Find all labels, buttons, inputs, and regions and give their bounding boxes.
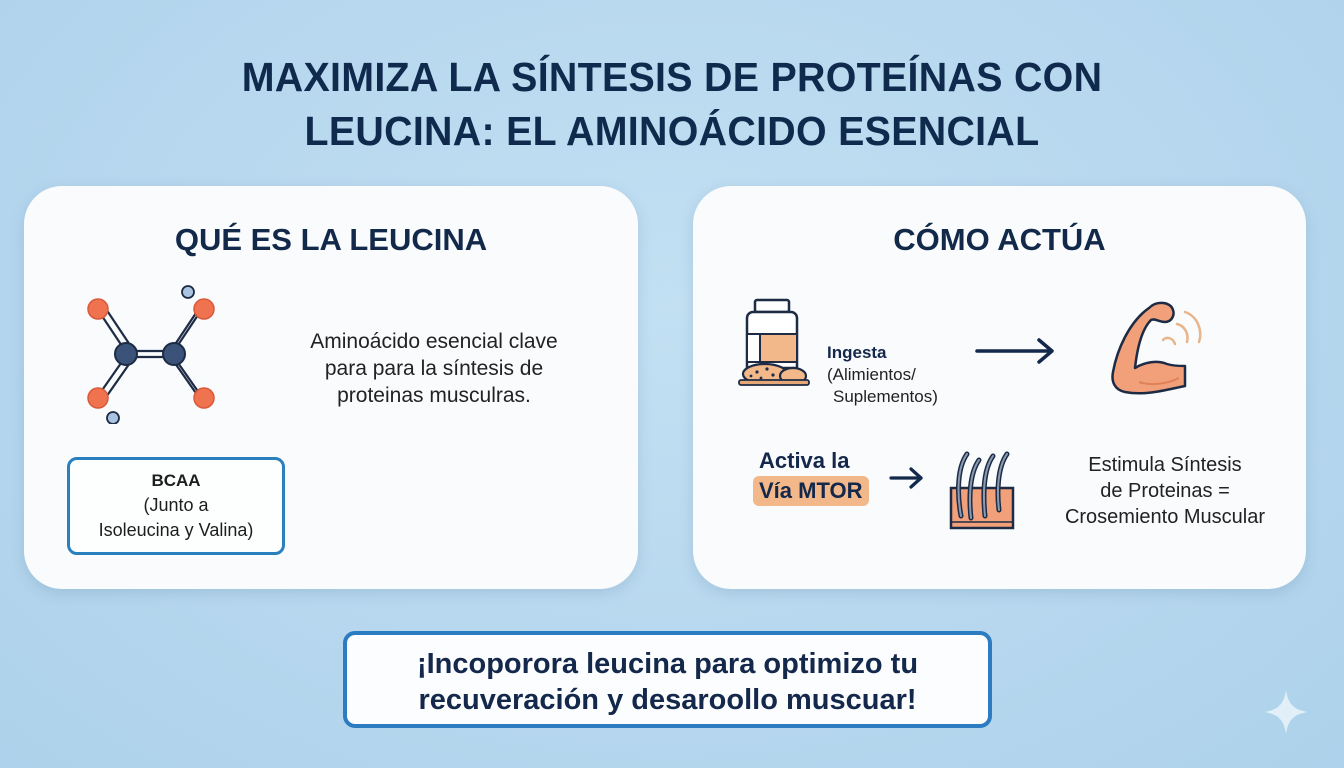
sparkle-icon bbox=[1264, 690, 1308, 734]
what-is-leucine-card: QUÉ ES LA LEUCINA Aminoácido esencial cl… bbox=[24, 186, 638, 589]
cta-line-1: ¡Incoporora leucina para optimizo tu bbox=[416, 648, 919, 680]
bcaa-line-1: (Junto a bbox=[143, 495, 209, 515]
description-line: Aminoácido esencial clave bbox=[310, 330, 558, 353]
bcaa-line-2: Isoleucina y Valina) bbox=[98, 520, 254, 540]
card-title: QUÉ ES LA LEUCINA bbox=[174, 222, 488, 257]
title-line-2: LEUCINA: EL AMINOÁCIDO ESENCIAL bbox=[304, 108, 1040, 154]
result-line: Crosemiento Muscular bbox=[1064, 506, 1266, 528]
bcaa-label: BCAA bbox=[151, 471, 201, 490]
leucine-description: Aminoácido esencial clave para para la s… bbox=[274, 328, 594, 409]
cta-line-2: recuveración y desaroollo muscuar! bbox=[418, 684, 917, 716]
intake-line-2: Suplementos) bbox=[833, 387, 938, 406]
mtor-activation: Activa la Vía MTOR bbox=[753, 448, 869, 506]
flexed-arm-icon bbox=[1111, 301, 1202, 395]
description-line: para para la síntesis de bbox=[324, 357, 544, 380]
title-line-1: MAXIMIZA LA SÍNTESIS DE PROTEÍNAS CON bbox=[241, 54, 1103, 100]
bcaa-box: BCAA (Junto a Isoleucina y Valina) bbox=[67, 457, 285, 555]
result-line: Estimula Síntesis bbox=[1088, 454, 1242, 476]
call-to-action-banner: ¡Incoporora leucina para optimizo tu rec… bbox=[343, 631, 992, 728]
arrow-right-icon bbox=[975, 338, 1054, 364]
result-text: Estimula Síntesis de Proteinas = Crosemi… bbox=[1045, 452, 1285, 530]
intake-label: Ingesta (Alimientos/ Suplementos) bbox=[827, 342, 938, 408]
intake-line-1: (Alimientos/ bbox=[827, 365, 916, 384]
page-title: MAXIMIZA LA SÍNTESIS DE PROTEÍNAS CON LE… bbox=[27, 50, 1317, 158]
molecule-icon bbox=[87, 285, 215, 424]
activa-line-1: Activa la bbox=[759, 448, 850, 473]
how-it-works-card: CÓMO ACTÚA Ingesta (Alimientos/ Suplemen… bbox=[693, 186, 1306, 589]
result-line: de Proteinas = bbox=[1100, 480, 1230, 502]
description-line: proteinas musculras. bbox=[337, 384, 531, 407]
arrow-right-icon bbox=[889, 467, 923, 489]
card-title: CÓMO ACTÚA bbox=[893, 222, 1106, 257]
intake-title: Ingesta bbox=[827, 343, 887, 362]
supplement-jar-icon bbox=[738, 298, 810, 386]
muscle-fiber-icon bbox=[949, 451, 1015, 530]
mtor-badge: Vía MTOR bbox=[753, 476, 869, 506]
